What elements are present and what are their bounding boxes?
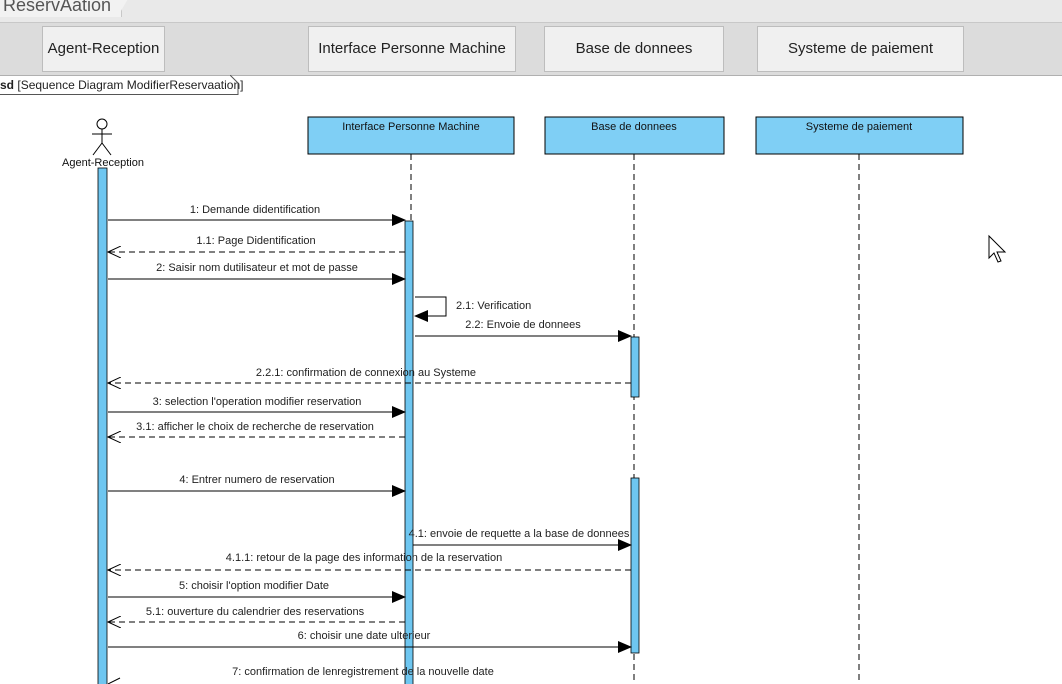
diagram-frame-label: sd [Sequence Diagram ModifierReservaatio… — [0, 75, 243, 95]
message-4-1[interactable]: 4.1: envoie de requette a la base de don… — [409, 528, 632, 551]
svg-text:2: Saisir nom dutilisateur et: 2: Saisir nom dutilisateur et mot de pas… — [156, 262, 358, 274]
lifeline-label: Interface Personne Machine — [342, 121, 480, 133]
tab-edge — [118, 0, 132, 16]
lifeline-label: Systeme de paiement — [806, 121, 912, 133]
actor-agent-reception[interactable]: Agent-Reception — [62, 118, 144, 169]
svg-text:3.1: afficher le choix de rech: 3.1: afficher le choix de recherche de r… — [136, 421, 374, 433]
message-2-2[interactable]: 2.2: Envoie de donnees — [415, 319, 632, 342]
message-3-1[interactable]: 3.1: afficher le choix de recherche de r… — [108, 421, 405, 437]
actor-activation — [97, 167, 108, 684]
svg-text:2.1: Verification: 2.1: Verification — [456, 300, 531, 312]
message-5-1[interactable]: 5.1: ouverture du calendrier des reserva… — [108, 606, 405, 622]
svg-text:4.1: envoie de requette a la b: 4.1: envoie de requette a la base de don… — [409, 528, 630, 540]
svg-text:6: choisir une date ulterieur: 6: choisir une date ulterieur — [298, 630, 431, 642]
svg-text:4.1.1: retour de la page des i: 4.1.1: retour de la page des information… — [226, 552, 502, 564]
message-6[interactable]: 6: choisir une date ulterieur — [108, 630, 632, 653]
header-interface-personne-machine[interactable]: Interface Personne Machine — [308, 26, 516, 72]
frame-keyword: sd — [0, 78, 15, 92]
lifeline-systeme-de-paiement[interactable]: Systeme de paiement — [755, 116, 964, 155]
frame-corner — [230, 75, 239, 95]
lifeline-interface-personne-machine[interactable]: Interface Personne Machine — [307, 116, 515, 155]
svg-text:4: Entrer numero de reservatio: 4: Entrer numero de reservation — [179, 474, 334, 486]
message-4-1-1[interactable]: 4.1.1: retour de la page des information… — [108, 552, 631, 570]
actor-label: Agent-Reception — [62, 157, 144, 169]
header-base-de-donnees[interactable]: Base de donnees — [544, 26, 724, 72]
svg-text:2.2.1: confirmation de connexi: 2.2.1: confirmation de connexion au Syst… — [256, 367, 476, 379]
mouse-pointer-icon — [988, 234, 1007, 263]
message-7[interactable]: 7: confirmation de lenregistrement de la… — [107, 666, 494, 684]
actor-icon — [96, 118, 108, 130]
header-agent-reception[interactable]: Agent-Reception — [42, 26, 165, 72]
message-4[interactable]: 4: Entrer numero de reservation — [108, 474, 406, 497]
message-2-1[interactable]: 2.1: Verification — [414, 296, 531, 322]
lifeline-label: Base de donnees — [591, 121, 677, 133]
frame-title: [Sequence Diagram ModifierReservaation] — [17, 78, 244, 92]
message-1-1[interactable]: 1.1: Page Didentification — [108, 235, 405, 252]
activation-bdd-1 — [630, 336, 640, 398]
svg-text:5.1: ouverture du calendrier d: 5.1: ouverture du calendrier des reserva… — [146, 606, 365, 618]
lifeline-base-de-donnees[interactable]: Base de donnees — [544, 116, 725, 155]
svg-text:5: choisir l'option modifier D: 5: choisir l'option modifier Date — [179, 580, 329, 592]
svg-text:3: selection l'operation modif: 3: selection l'operation modifier reserv… — [153, 396, 362, 408]
diagram-tab[interactable]: ReservAation — [0, 0, 122, 17]
header-systeme-de-paiement[interactable]: Systeme de paiement — [757, 26, 964, 72]
svg-text:7: confirmation de lenregistre: 7: confirmation de lenregistrement de la… — [232, 666, 494, 678]
message-2-2-1[interactable]: 2.2.1: confirmation de connexion au Syst… — [108, 367, 631, 383]
message-1[interactable]: 1: Demande didentification — [108, 204, 406, 226]
svg-text:1.1: Page Didentification: 1.1: Page Didentification — [196, 235, 315, 247]
message-3[interactable]: 3: selection l'operation modifier reserv… — [108, 396, 406, 418]
message-5[interactable]: 5: choisir l'option modifier Date — [108, 580, 406, 603]
svg-text:2.2: Envoie de donnees: 2.2: Envoie de donnees — [465, 319, 581, 331]
activation-bdd-2 — [630, 477, 640, 654]
tab-strip: ReservAation — [0, 0, 1062, 22]
message-2[interactable]: 2: Saisir nom dutilisateur et mot de pas… — [108, 262, 406, 285]
activation-ipm — [404, 220, 414, 684]
svg-text:1: Demande didentification: 1: Demande didentification — [190, 204, 320, 216]
